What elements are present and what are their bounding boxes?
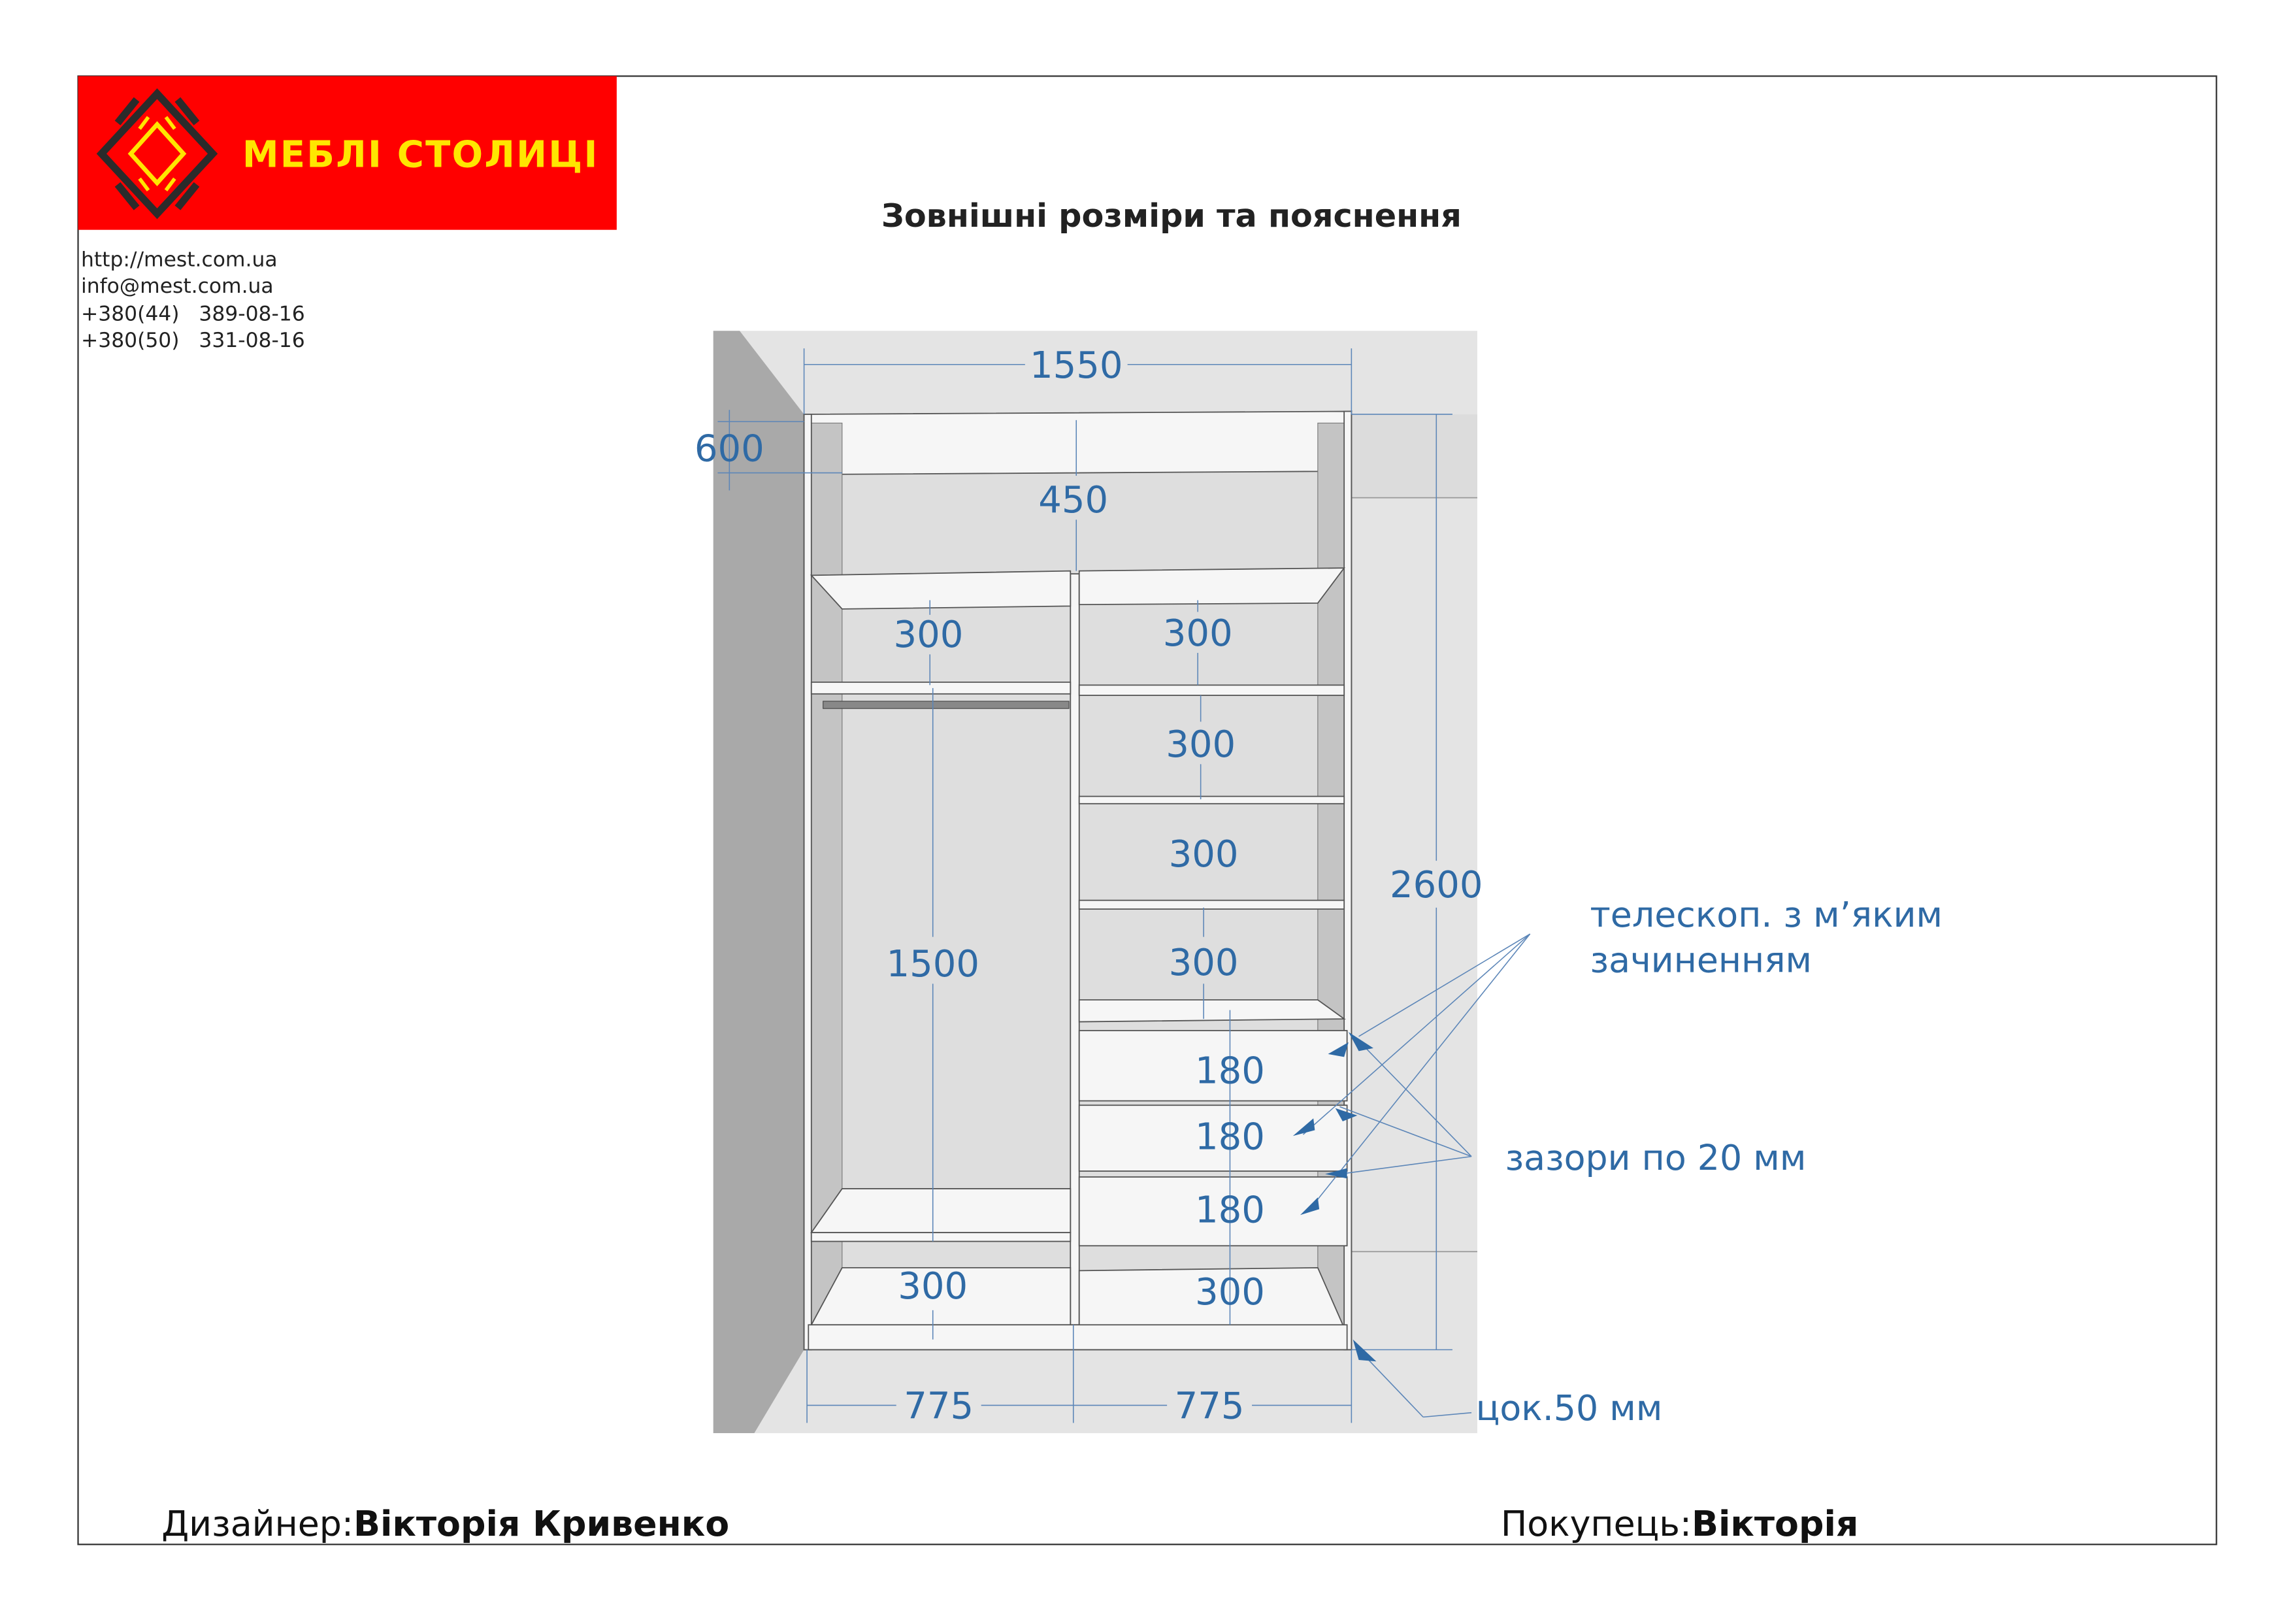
wardrobe-render — [713, 331, 1478, 1434]
email-link[interactable]: info@mest.com.ua — [81, 274, 274, 298]
dim-left-width: 775 — [904, 1385, 974, 1428]
dim-right-1: 300 — [1163, 612, 1233, 655]
note-telescopic-2: зачиненням — [1590, 939, 1812, 980]
dim-hanging: 1500 — [886, 943, 979, 985]
drawer — [1078, 1104, 1348, 1172]
side-wall — [713, 331, 804, 1434]
dim-right-width: 775 — [1175, 1385, 1245, 1428]
dim-depth: 600 — [695, 428, 764, 471]
customer-line: Покупець:Вікторія — [1501, 1503, 1859, 1544]
note-telescopic-1: телескоп. з м’яким — [1590, 894, 1943, 935]
dim-right-2: 300 — [1166, 723, 1236, 766]
customer-name: Вікторія — [1692, 1503, 1858, 1544]
dim-right-bottom: 300 — [1195, 1271, 1265, 1314]
customer-label: Покупець: — [1501, 1503, 1692, 1544]
page-title: Зовнішні розміри та пояснення — [881, 197, 1462, 235]
dim-width: 1550 — [1030, 344, 1123, 387]
contacts: http://mest.com.ua info@mest.com.ua +380… — [81, 248, 305, 352]
logo-diamond-icon — [96, 88, 218, 220]
phone-1: +380(44) 389-08-16 — [81, 303, 305, 326]
company-logo: МЕБЛІ СТОЛИЦІ — [78, 76, 617, 230]
dim-height: 2600 — [1390, 864, 1483, 906]
drawer — [1078, 1176, 1348, 1247]
brand-name: МЕБЛІ СТОЛИЦІ — [242, 133, 599, 176]
dim-drawer-3: 180 — [1195, 1189, 1265, 1231]
dim-top-section: 450 — [1038, 479, 1108, 521]
designer-line: Дизайнер:Вікторія Кривенко — [161, 1503, 729, 1544]
phone-2: +380(50) 331-08-16 — [81, 329, 305, 352]
dim-drawer-1: 180 — [1195, 1050, 1265, 1093]
website-link[interactable]: http://mest.com.ua — [81, 248, 278, 272]
dim-right-3: 300 — [1169, 833, 1239, 876]
note-plinth: цок.50 мм — [1476, 1387, 1663, 1429]
designer-name: Вікторія Кривенко — [353, 1503, 729, 1544]
dim-right-4: 300 — [1169, 942, 1239, 984]
note-gaps: зазори по 20 мм — [1505, 1137, 1807, 1178]
sheet-frame — [77, 75, 2218, 1546]
hanging-rail — [823, 701, 1070, 709]
dim-drawer-2: 180 — [1195, 1116, 1265, 1158]
designer-label: Дизайнер: — [161, 1503, 353, 1544]
drawer — [1078, 1030, 1348, 1102]
dim-left-shelf: 300 — [894, 614, 964, 656]
dim-left-bottom: 300 — [898, 1265, 968, 1308]
